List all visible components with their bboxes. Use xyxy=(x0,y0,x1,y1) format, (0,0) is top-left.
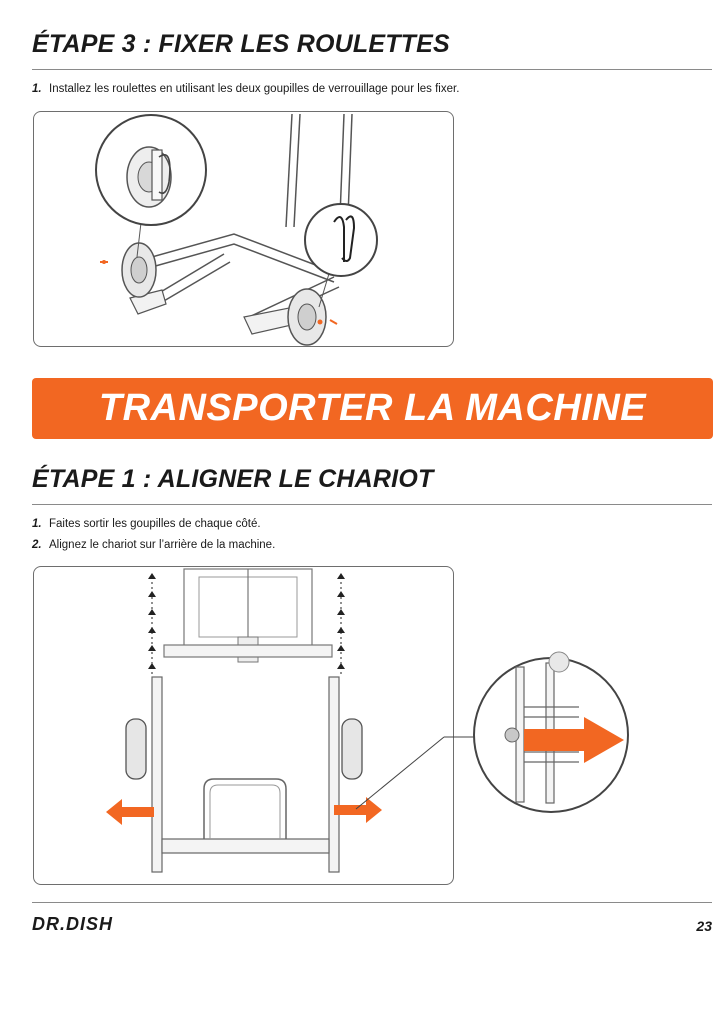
banner-title: TRANSPORTER LA MACHINE xyxy=(98,387,647,429)
step1-instruction-1: 1. Faites sortir les goupilles de chaque … xyxy=(32,518,261,530)
step1-divider xyxy=(32,504,712,505)
brand-logo: DR.DISH xyxy=(32,914,114,934)
cart-alignment-diagram xyxy=(106,568,629,873)
step-text: Installez les roulettes en utilisant les… xyxy=(49,83,460,95)
wheel-install-illustration xyxy=(33,111,454,347)
step-text: Faites sortir les goupilles de chaque cô… xyxy=(49,518,261,530)
step3-divider xyxy=(32,69,712,70)
step1-instruction-2: 2. Alignez le chariot sur l’arrière de la… xyxy=(32,539,275,551)
step-number: 1. xyxy=(32,518,42,530)
step3-instruction-1: 1. Installez les roulettes en utilisant l… xyxy=(32,83,459,95)
footer-divider xyxy=(32,902,712,903)
section-banner: TRANSPORTER LA MACHINE xyxy=(32,378,713,439)
step-number: 2. xyxy=(32,539,42,551)
step1-heading: ÉTAPE 1 : ALIGNER LE CHARIOT xyxy=(32,465,434,493)
step3-heading: ÉTAPE 3 : FIXER LES ROULETTES xyxy=(32,30,450,58)
step-number: 1. xyxy=(32,83,42,95)
cart-wheels-diagram xyxy=(95,113,378,346)
cart-alignment-illustration xyxy=(33,566,629,885)
step-text: Alignez le chariot sur l’arrière de la m… xyxy=(49,539,276,551)
page-number: 23 xyxy=(696,918,712,934)
